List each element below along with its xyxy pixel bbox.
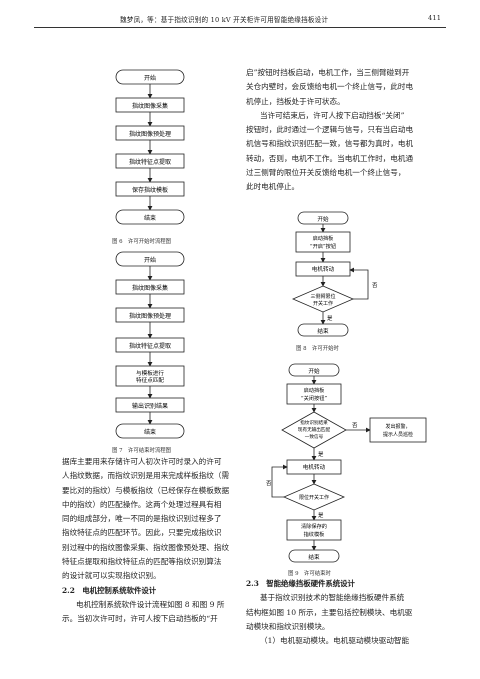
figure-9-flowchart: 开始 启动挡板 “关闭按钮” 指纹识别结果 现有无输出匹配 一致信号 否 发出报… xyxy=(266,363,427,563)
fig7-end-node xyxy=(115,423,185,439)
fig9-yes-label-2: 是 xyxy=(318,512,324,519)
fig7-match-label-2: 特征点匹配 xyxy=(136,376,164,384)
figure-8-flowchart: 开始 启动挡板 “开启”按钮 电机转动 三侧臂限位 开关工作 否 是 结束 xyxy=(291,211,378,337)
fig9-start-label: 开始 xyxy=(308,367,320,375)
left-line-2: 人指纹数据，而指纹识别是用来完成样板指纹（需 xyxy=(62,471,230,481)
left-line-11: 示。当初次许可时，许可人按下启动挡板的“开 xyxy=(62,614,218,624)
right-column-top-text: 启”按钮时挡板启动，电机工作，当三侧臂碰到开 关仓内壁时，会反馈给电机一个终止信… xyxy=(246,66,446,195)
right-line-2: 关仓内壁时，会反馈给电机一个终止信号，此时电 xyxy=(246,82,414,92)
fig8-decision-label-1: 三侧臂限位 xyxy=(310,293,335,300)
fig9-decision1-label-1: 指纹识别结果 xyxy=(300,419,328,426)
header-rule xyxy=(34,27,446,28)
fig8-open-label-2: “开启”按钮 xyxy=(310,242,336,250)
page-number: 411 xyxy=(428,14,442,22)
fig6-end-label: 结束 xyxy=(144,214,156,222)
fig8-yes-label: 是 xyxy=(327,315,333,322)
fig9-close-label-2: “关闭按钮” xyxy=(301,394,327,402)
right-line-6: 机信号和指纹识别匹配一致，信号都为真时，电机 xyxy=(246,139,414,149)
left-column-text: 据库主要用来存储许可人初次许可时录入的许可 人指纹数据，而指纹识别是用来完成样板… xyxy=(62,455,248,627)
right-line-5: 按钮时，此时通过一个逻辑与信号，只有当启动电 xyxy=(246,125,414,135)
right-column-bottom-text: 2.3 智能绝缘挡板硬件系统设计 基于指纹识别技术的智能绝缘挡板硬件系统 结构框… xyxy=(246,577,446,648)
right-line-1: 启”按钮时挡板启动，电机工作，当三侧臂碰到开 xyxy=(246,68,410,77)
figure-6-flowchart: 开始 指纹图像采集 指纹图像预处理 指纹特征点提取 保存指纹模板 结束 xyxy=(115,69,185,225)
fig8-no-label: 否 xyxy=(372,282,378,289)
left-line-4: 中的指纹）的匹配操作。这两个处理过程具有相 xyxy=(62,499,222,509)
right-line-4: 当许可结束后，许可人按下启动挡板“关闭” xyxy=(260,110,405,120)
fig7-match-label-1: 与模板进行 xyxy=(136,369,164,377)
figure-7-flowchart: 开始 指纹图像采集 指纹图像预处理 指纹特征点提取 与模板进行 特征点匹配 输出… xyxy=(115,251,185,439)
fig6-preprocess-label: 指纹图像预处理 xyxy=(129,130,171,138)
left-line-3: 要比对的指纹）与模板指纹（已经保存在模板数据 xyxy=(62,485,230,495)
left-line-5: 同的组成部分，唯一不同的是指纹识别过程多了 xyxy=(62,514,222,524)
fig9-no-label-1: 否 xyxy=(352,422,358,429)
right-line-13: （1）电机驱动模块。电机驱动模块驱动智能 xyxy=(260,636,410,646)
fig7-caption: 图 7 许可结束时流程图 xyxy=(112,448,172,454)
fig9-yes-label-1: 是 xyxy=(318,451,324,458)
fig8-end-node xyxy=(297,323,349,337)
fig7-preprocess-label: 指纹图像预处理 xyxy=(129,312,171,320)
fig6-save-label: 保存指纹模板 xyxy=(132,186,168,194)
fig9-clear-label-2: 指纹模板 xyxy=(304,530,326,538)
fig9-no-label-2: 否 xyxy=(266,480,272,487)
fig7-start-label: 开始 xyxy=(144,256,156,264)
right-line-11: 结构框如图 10 所示，主要包括控制模块、电机驱 xyxy=(246,607,413,617)
right-line-7: 转动，否则，电机不工作。当电机工作时，电机通 xyxy=(246,153,414,163)
fig8-start-label: 开始 xyxy=(317,215,329,223)
running-header: 魏梦凤，等：基于指纹识别的 10 kV 开关柜许可用智能绝缘挡板设计 xyxy=(120,16,329,24)
fig9-alarm-label-1: 发出报警， xyxy=(385,423,410,430)
fig6-capture-label: 指纹图像采集 xyxy=(132,102,168,110)
right-line-10: 基于指纹识别技术的智能绝缘挡板硬件系统 xyxy=(260,593,405,603)
section-2-2-heading: 2.2 电机控制系统软件设计 xyxy=(62,585,157,595)
left-line-9: 的设计就可以实现指纹识别。 xyxy=(62,571,161,581)
right-line-8: 过三侧臂的限位开关反馈给电机一个终止信号， xyxy=(246,168,406,178)
fig9-close-label-1: 启动挡板 xyxy=(304,386,326,394)
fig9-decision2-label: 限位开关工作 xyxy=(299,494,329,501)
fig8-decision-label-2: 开关工作 xyxy=(313,300,333,307)
fig9-caption: 图 9 许可结束时 xyxy=(288,571,331,577)
right-line-9: 此时电机停止。 xyxy=(246,182,300,192)
fig9-motor-label: 电机转动 xyxy=(303,463,326,471)
left-line-8: 特征点提取和指纹特征点的匹配等指纹识别算法 xyxy=(62,557,222,567)
fig9-alarm-node xyxy=(369,417,427,443)
fig8-caption: 图 8 许可开始时 xyxy=(296,346,339,352)
fig9-decision1-label-3: 一致信号 xyxy=(305,433,324,440)
fig8-end-label: 结束 xyxy=(317,327,329,335)
fig8-motor-label: 电机转动 xyxy=(312,265,335,273)
fig6-end-node xyxy=(115,209,185,225)
fig7-extract-label: 指纹特征点提取 xyxy=(129,342,171,350)
fig9-decision1-label-2: 现有无输出匹配 xyxy=(298,426,331,433)
left-line-7: 别过程中的指纹图像采集、指纹图像预处理、指纹 xyxy=(62,542,230,552)
section-2-3-heading: 2.3 智能绝缘挡板硬件系统设计 xyxy=(246,579,355,588)
fig9-end-label: 结束 xyxy=(308,553,320,561)
fig6-start-label: 开始 xyxy=(144,74,156,82)
right-line-3: 机停止，挡板处于许可状态。 xyxy=(246,96,345,106)
left-line-6: 指纹特征点的匹配环节。因此，只要完成指纹识 xyxy=(62,528,222,538)
fig9-clear-label-1: 清除保存的 xyxy=(301,522,327,530)
fig7-end-label: 结束 xyxy=(144,428,156,436)
left-line-10: 电机控制系统软件设计流程如图 8 和图 9 所 xyxy=(76,599,225,609)
fig6-extract-label: 指纹特征点提取 xyxy=(129,158,171,166)
fig9-end-node xyxy=(288,549,340,563)
fig9-alarm-label-2: 提示人员巡检 xyxy=(383,431,413,438)
fig7-output-label: 输出识别结果 xyxy=(132,402,168,410)
right-line-12: 动模块和指纹识别模块。 xyxy=(246,621,330,631)
fig8-open-label-1: 启动挡板 xyxy=(313,234,335,242)
left-line-1: 据库主要用来存储许可人初次许可时录入的许可 xyxy=(62,457,222,466)
fig6-caption: 图 6 许可开始时流程图 xyxy=(112,239,172,245)
fig7-capture-label: 指纹图像采集 xyxy=(132,284,168,292)
